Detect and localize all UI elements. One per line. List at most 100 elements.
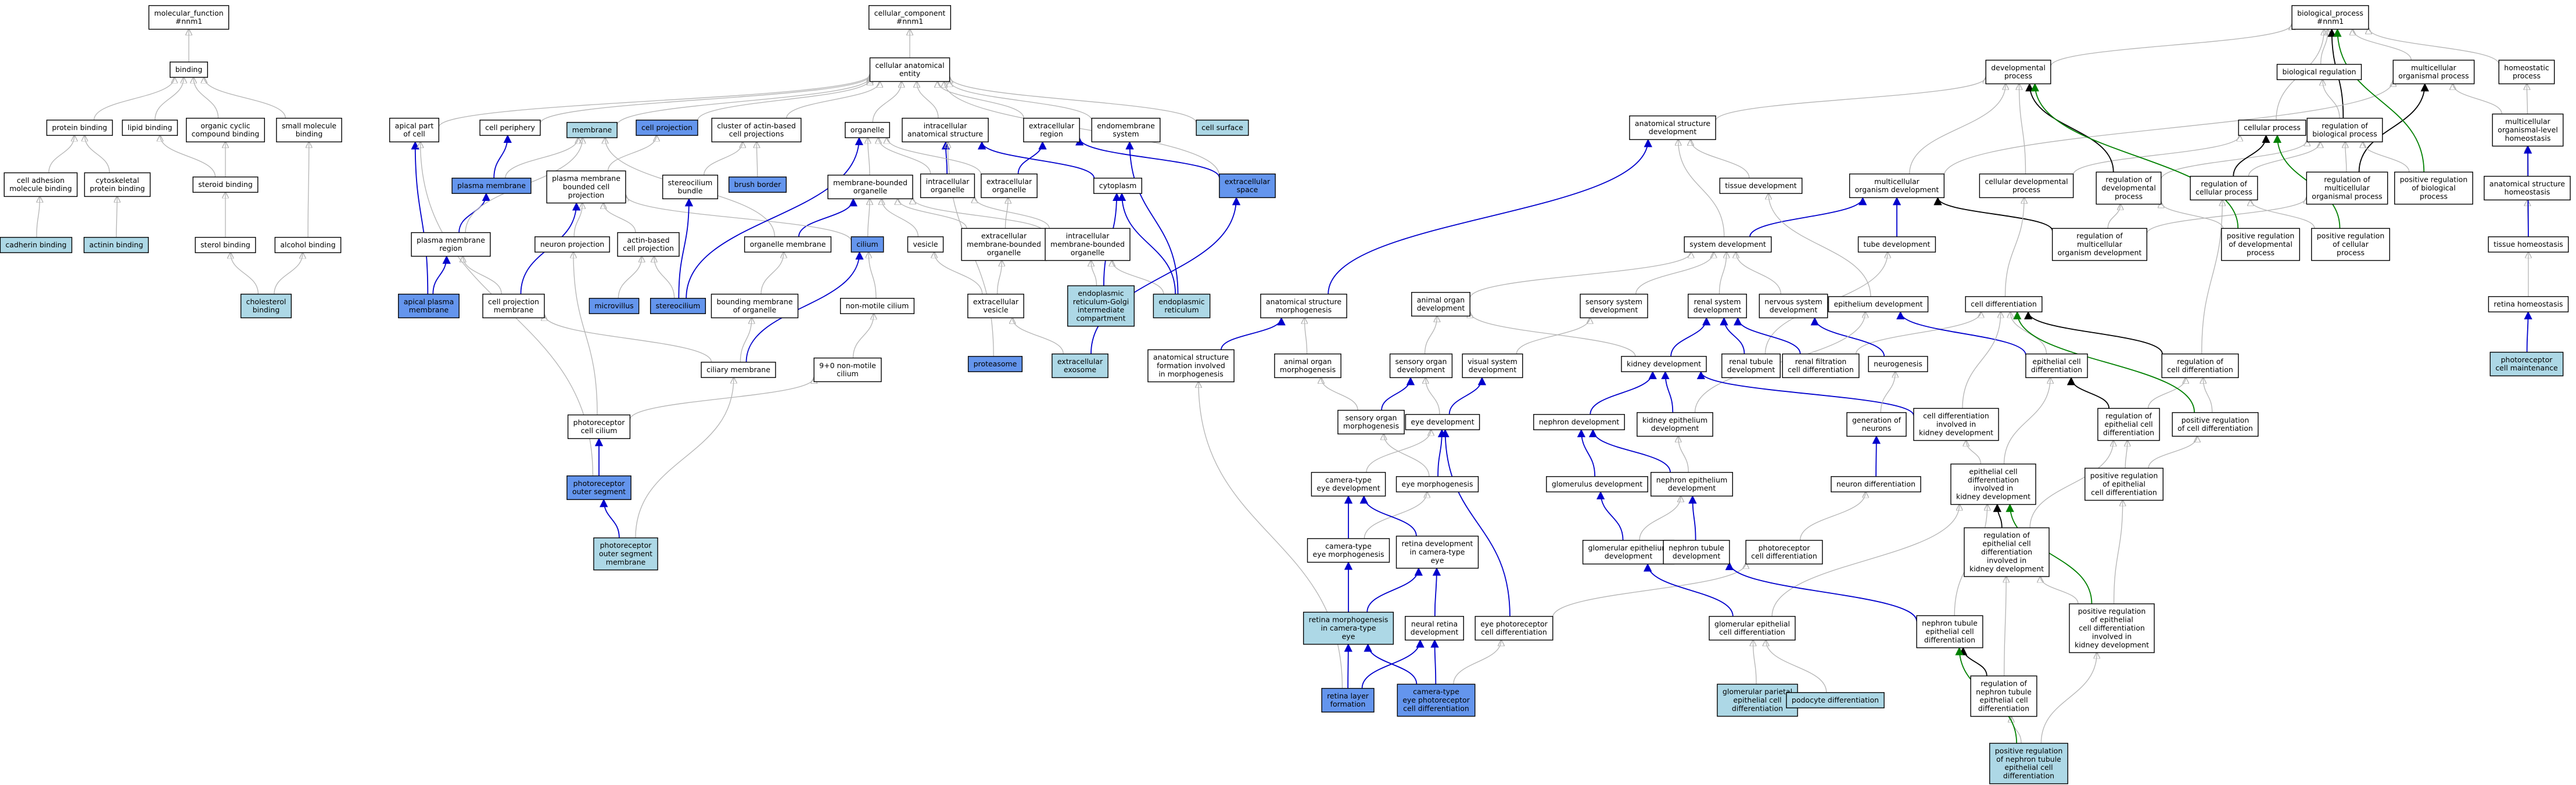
node-ciliary-membrane[interactable]: ciliary membrane [701, 362, 776, 378]
node-steroid-binding[interactable]: steroid binding [192, 177, 259, 193]
node-cilium[interactable]: cilium [851, 236, 884, 253]
node-cell-surface[interactable]: cell surface [1196, 120, 1249, 136]
node-vesicle[interactable]: vesicle [907, 236, 944, 253]
node-cellular-process[interactable]: cellular process [2238, 120, 2306, 136]
node-alcohol-binding[interactable]: alcohol binding [274, 237, 342, 253]
node-tissue-development[interactable]: tissue development [1719, 178, 1803, 194]
node-binding[interactable]: binding [169, 62, 209, 78]
node-plasma-membrane[interactable]: plasma membrane [451, 178, 532, 194]
node-sterol-binding[interactable]: sterol binding [195, 237, 256, 253]
node-cell-differentiation[interactable]: cell differentiation [1965, 296, 2043, 312]
node-cell-periphery[interactable]: cell periphery [479, 120, 541, 136]
node-tube-development[interactable]: tube development [1857, 236, 1936, 253]
node-tissue-homeostasis[interactable]: tissue homeostasis [2488, 236, 2569, 253]
node-protein-binding[interactable]: protein binding [46, 120, 113, 136]
node-lipid-binding[interactable]: lipid binding [121, 120, 178, 136]
node-biological-regulation[interactable]: biological regulation [2276, 64, 2362, 80]
node-membrane[interactable]: membrane [566, 122, 618, 138]
node-actinin[interactable]: actinin binding [83, 237, 149, 253]
node-cc[interactable]: cellular_component#nnm1 [868, 5, 952, 30]
node-nephron-development[interactable]: nephron development [1533, 414, 1625, 430]
node-microvillus[interactable]: microvillus [589, 298, 640, 314]
node-proteasome[interactable]: proteasome [967, 356, 1023, 372]
node-neuron-projection[interactable]: neuron projection [534, 236, 610, 253]
node-epithelium-dev[interactable]: epithelium development [1828, 296, 1929, 312]
node-stereocilium[interactable]: stereocilium [650, 298, 706, 314]
node-cytoplasm[interactable]: cytoplasm [1093, 178, 1142, 194]
node-neuron-differentiation[interactable]: neuron differentiation [1831, 476, 1921, 492]
node-cell-projection[interactable]: cell projection [636, 120, 698, 136]
node-glomerulus-dev[interactable]: glomerulus development [1546, 476, 1648, 492]
node-brush-border[interactable]: brush border [728, 177, 787, 193]
node-podocyte[interactable]: podocyte differentiation [1786, 692, 1885, 708]
node-kidney-development[interactable]: kidney development [1621, 356, 1707, 372]
node-mf[interactable]: molecular_function#nnm1 [148, 5, 229, 30]
node-eye-morphogenesis[interactable]: eye morphogenesis [1395, 476, 1479, 492]
node-bp[interactable]: biological_process#nnm1 [2291, 5, 2369, 30]
